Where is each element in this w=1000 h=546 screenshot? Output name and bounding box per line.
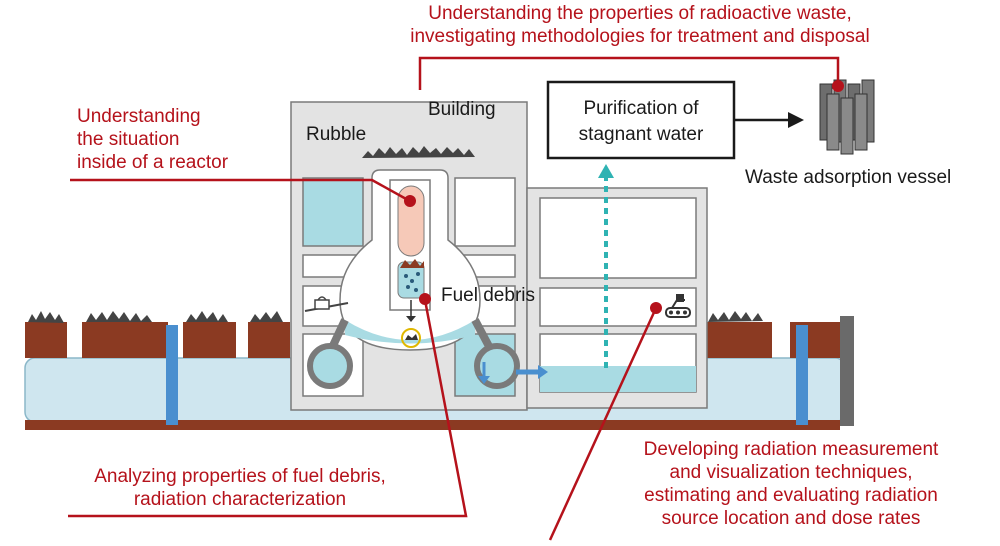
waste-vessel-label: Waste adsorption vessel: [745, 167, 952, 188]
building-label: Building: [428, 99, 496, 120]
debris-analysis-label: Analyzing properties of fuel debris, rad…: [94, 466, 386, 510]
crane-icon: [304, 296, 349, 312]
purification-flow-arrow: [598, 164, 614, 368]
callout-lines: [68, 56, 840, 541]
purification-label: Purification of stagnant water: [578, 98, 704, 145]
waste-properties-label: Understanding the properties of radioact…: [410, 3, 870, 47]
rubble-label: Rubble: [306, 124, 367, 145]
callout-dots: [404, 80, 844, 314]
adsorption-vessel-icon: [819, 79, 875, 155]
turbine-building: [516, 187, 708, 409]
reactor-situation-label: Understanding the situation inside of a …: [77, 106, 229, 173]
radiation-measurement-label: Developing radiation measurement and vis…: [643, 439, 939, 529]
fuel-debris-label: Fuel debris: [441, 285, 535, 306]
to-vessel-arrowhead: [788, 112, 804, 128]
robot-crawler-icon: [665, 294, 691, 318]
